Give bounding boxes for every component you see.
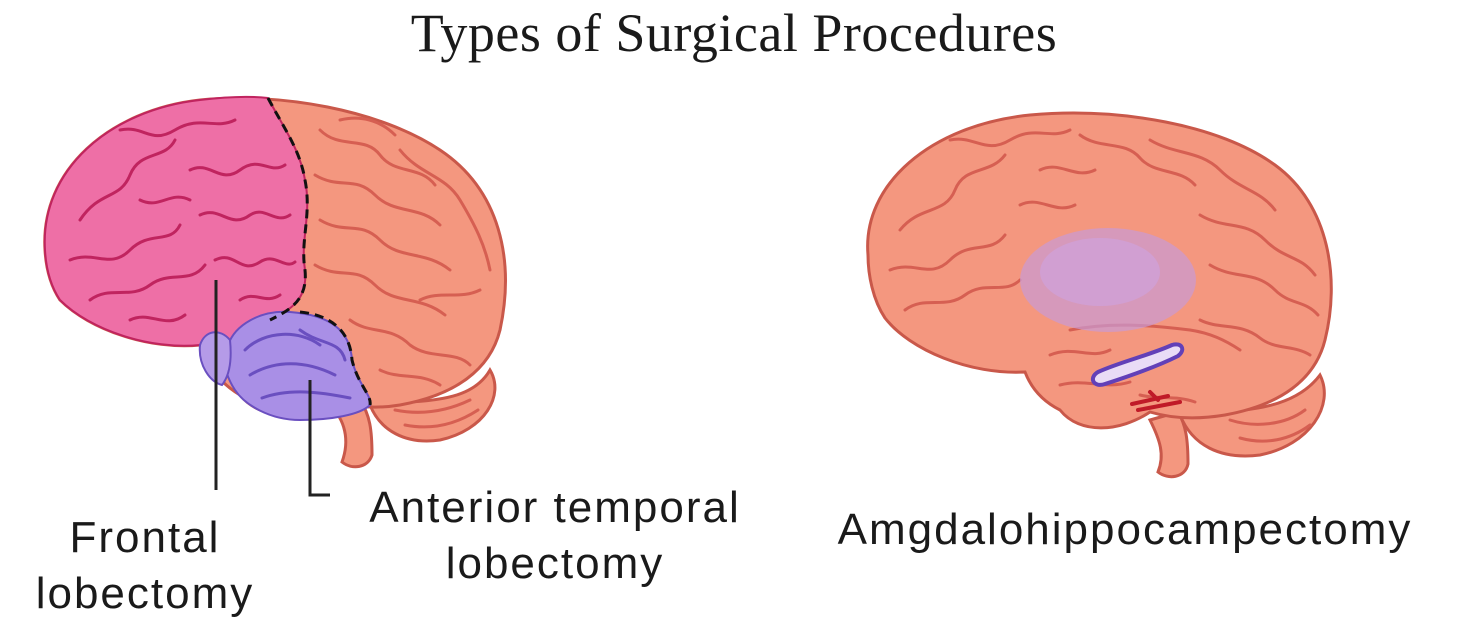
right-brainstem bbox=[1147, 410, 1190, 479]
temporal-leader-line bbox=[308, 380, 330, 497]
right-brain bbox=[866, 111, 1333, 479]
diagram-title: Types of Surgical Procedures bbox=[410, 3, 1058, 63]
cut-marks bbox=[1130, 390, 1182, 412]
label-frontal-lobectomy: Frontal lobectomy bbox=[0, 510, 290, 622]
temporal-gyri bbox=[243, 328, 352, 400]
label-temporal-line1: Anterior temporal bbox=[369, 483, 741, 532]
label-amygdalohippocampectomy: Amgdalohippocampectomy bbox=[837, 505, 1413, 554]
temporal-resection-line bbox=[299, 310, 372, 406]
left-brain bbox=[43, 95, 507, 497]
deep-structures-core bbox=[1040, 238, 1160, 306]
frontal-resection-line bbox=[266, 97, 309, 322]
label-temporal-line2: lobectomy bbox=[445, 539, 665, 588]
left-cerebellum bbox=[367, 367, 497, 443]
label-frontal-line1: Frontal bbox=[69, 513, 221, 562]
incision-mark bbox=[1090, 342, 1185, 387]
frontal-gyri bbox=[68, 118, 297, 323]
right-gyri bbox=[888, 128, 1320, 443]
frontal-lobe-region bbox=[43, 95, 309, 352]
label-anterior-temporal-lobectomy: Anterior temporal lobectomy bbox=[335, 480, 775, 592]
left-gyri bbox=[313, 116, 492, 429]
label-frontal-line2: lobectomy bbox=[35, 569, 255, 618]
